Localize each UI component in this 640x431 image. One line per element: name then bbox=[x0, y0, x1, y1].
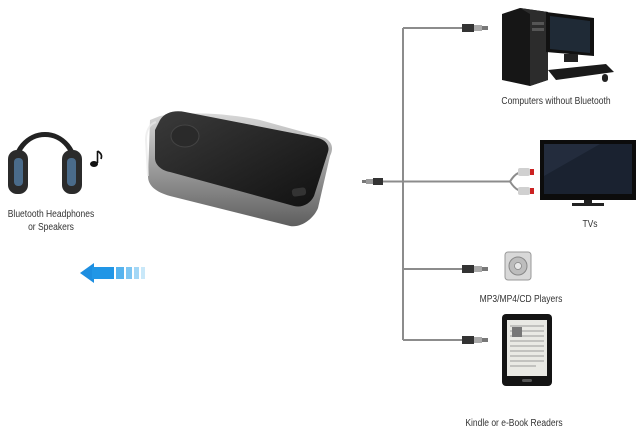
headphones-icon bbox=[8, 132, 82, 194]
music-note-icon bbox=[90, 150, 103, 167]
mp3-player-icon bbox=[504, 251, 532, 281]
headphones-label: Bluetooth Headphones or Speakers bbox=[4, 208, 98, 234]
main-audio-jack bbox=[362, 178, 403, 185]
desktop-computer-icon bbox=[502, 8, 614, 86]
mp3-label: MP3/MP4/CD Players bbox=[479, 294, 563, 305]
ebook-reader-icon bbox=[502, 314, 552, 386]
signal-arrow-icon bbox=[80, 263, 145, 283]
tvs-label: TVs bbox=[582, 219, 598, 230]
tv-icon bbox=[540, 140, 636, 206]
bluetooth-transmitter-device bbox=[144, 111, 333, 227]
distribution-cable bbox=[402, 27, 510, 341]
headphones-label-line2: or Speakers bbox=[28, 222, 74, 233]
rca-plugs bbox=[509, 168, 534, 195]
branch-jacks bbox=[462, 24, 488, 344]
headphones-label-line1: Bluetooth Headphones bbox=[7, 209, 95, 220]
computers-label: Computers without Bluetooth bbox=[501, 96, 611, 107]
kindle-label: Kindle or e-Book Readers bbox=[465, 418, 563, 429]
